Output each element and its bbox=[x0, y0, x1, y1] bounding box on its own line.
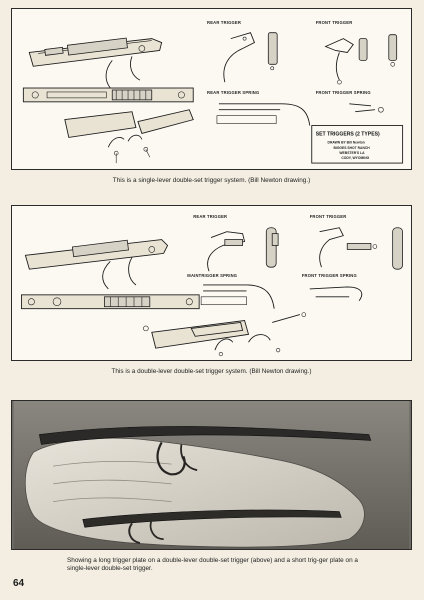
fig1-springs bbox=[216, 103, 384, 126]
title-block-line2: BIGGES SHOT RANCH bbox=[333, 146, 370, 150]
page-number: 64 bbox=[13, 578, 25, 589]
title-block-line1: DRAWN BY Bill Newton bbox=[328, 140, 365, 144]
figure-2-drawing: REAR TRIGGER FRONT TRIGGER MAINTRIGGER S… bbox=[11, 205, 412, 361]
figure-3-caption: Showing a long trigger plate on a double… bbox=[67, 557, 358, 572]
long-trigger-plate bbox=[38, 426, 372, 445]
figure-2-svg: REAR TRIGGER FRONT TRIGGER MAINTRIGGER S… bbox=[21, 214, 403, 357]
figure-3-svg bbox=[13, 401, 410, 549]
figure-1-caption: This is a single-lever double-set trigge… bbox=[112, 177, 311, 184]
fig1-label-rear-trigger: REAR TRIGGER bbox=[207, 20, 241, 25]
title-block-line4: CODY, WYOMING bbox=[341, 156, 369, 160]
fig2-front-trigger-part bbox=[319, 227, 403, 270]
figure-3-photo bbox=[11, 400, 412, 550]
fig1-stock-piece bbox=[64, 109, 194, 164]
fig2-label-mainspring: MAINTRIGGER SPRING bbox=[187, 273, 237, 278]
fig1-rear-trigger-part bbox=[223, 32, 278, 83]
fig1-title-block: SET TRIGGERS (2 TYPES) DRAWN BY Bill New… bbox=[311, 125, 404, 164]
short-trigger-plate bbox=[82, 509, 342, 528]
fig2-stock-piece bbox=[143, 312, 307, 357]
fig2-label-front-trigger-spring: FRONT TRIGGER SPRING bbox=[302, 273, 357, 278]
fig2-trigger-plate bbox=[21, 294, 200, 310]
title-block-heading: SET TRIGGERS (2 TYPES) bbox=[316, 131, 380, 137]
fig2-springs bbox=[200, 284, 363, 309]
fig1-trigger-assembly bbox=[28, 37, 163, 89]
fig2-label-rear-trigger: REAR TRIGGER bbox=[193, 214, 227, 219]
figure-1-drawing: REAR TRIGGER FRONT TRIGGER REAR TRIGGER … bbox=[11, 8, 412, 170]
fig1-label-rear-trigger-spring: REAR TRIGGER SPRING bbox=[207, 90, 259, 95]
fig1-label-front-trigger: FRONT TRIGGER bbox=[316, 20, 353, 25]
fig2-trigger-assembly bbox=[24, 239, 169, 290]
fig2-rear-trigger-part bbox=[207, 227, 279, 272]
fig1-front-trigger-part bbox=[324, 34, 398, 85]
figure-1-svg: REAR TRIGGER FRONT TRIGGER REAR TRIGGER … bbox=[22, 20, 404, 164]
figure-2-caption: This is a double-lever double-set trigge… bbox=[111, 368, 312, 375]
fig1-label-front-trigger-spring: FRONT TRIGGER SPRING bbox=[316, 90, 371, 95]
title-block-line3: WEBSTER'S LA bbox=[339, 151, 365, 155]
fig2-label-front-trigger: FRONT TRIGGER bbox=[310, 214, 347, 219]
fig1-trigger-plate bbox=[22, 87, 194, 103]
